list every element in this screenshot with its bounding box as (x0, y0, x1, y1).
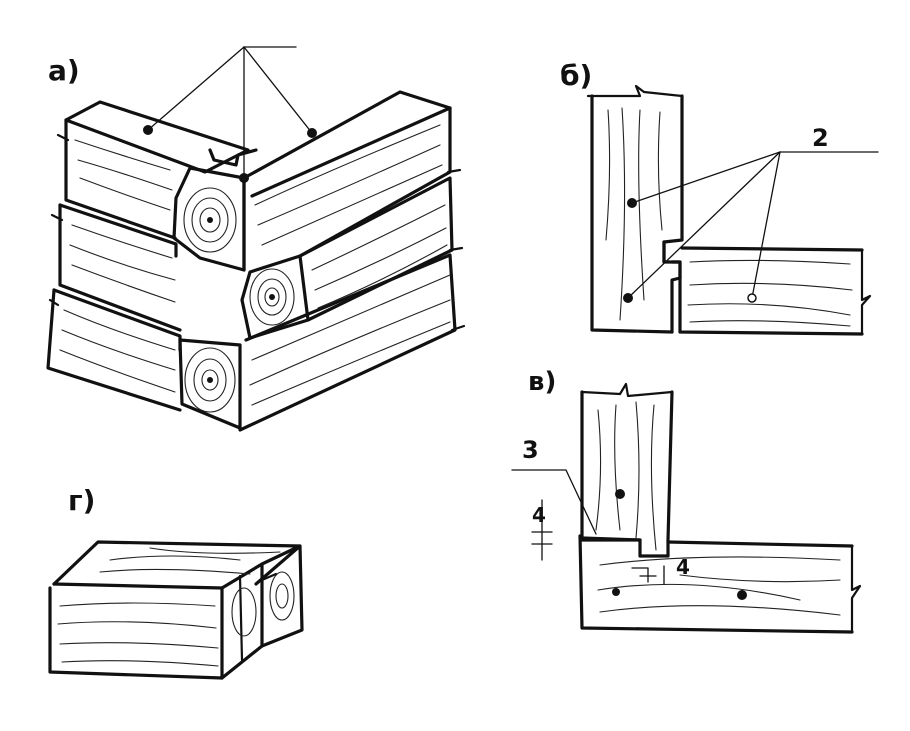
g-end-face-left (220, 562, 264, 680)
callout-b-number: 2 (812, 124, 829, 152)
label-b: б) (560, 59, 592, 92)
top-notch (208, 148, 258, 167)
g-front-face (48, 586, 224, 680)
v-horizontal-member (578, 534, 854, 634)
panel-b-tjoint: б) 2 (560, 59, 879, 336)
log-end-2 (240, 254, 310, 340)
v-vertical-member (580, 390, 674, 558)
callout-a-dot-3 (307, 128, 317, 138)
panel-g-block: г) (48, 484, 304, 680)
label-a: а) (48, 54, 80, 87)
b-horizontal-member (678, 246, 864, 336)
dim-left-label: 4 (532, 503, 546, 527)
dim-left-marks (531, 499, 553, 561)
g-end-face-right (260, 544, 304, 648)
panel-v-tenon: в) 3 4 4 (511, 367, 862, 634)
right-wall-logs (238, 90, 466, 432)
callout-a-dot-1 (143, 125, 153, 135)
dim-right-marks (631, 565, 665, 585)
callout-v-leader (511, 469, 597, 535)
log-end-1 (172, 166, 246, 272)
g-top-face (52, 540, 302, 586)
left-wall-logs (46, 100, 250, 412)
b-vertical-member (590, 94, 674, 334)
callout-v-number: 3 (522, 436, 539, 464)
dim-right-label: 4 (676, 555, 690, 579)
label-v: в) (528, 367, 556, 397)
label-g: г) (68, 484, 95, 517)
log-end-3 (178, 338, 242, 430)
panel-a-log-corner: а) (46, 46, 466, 432)
